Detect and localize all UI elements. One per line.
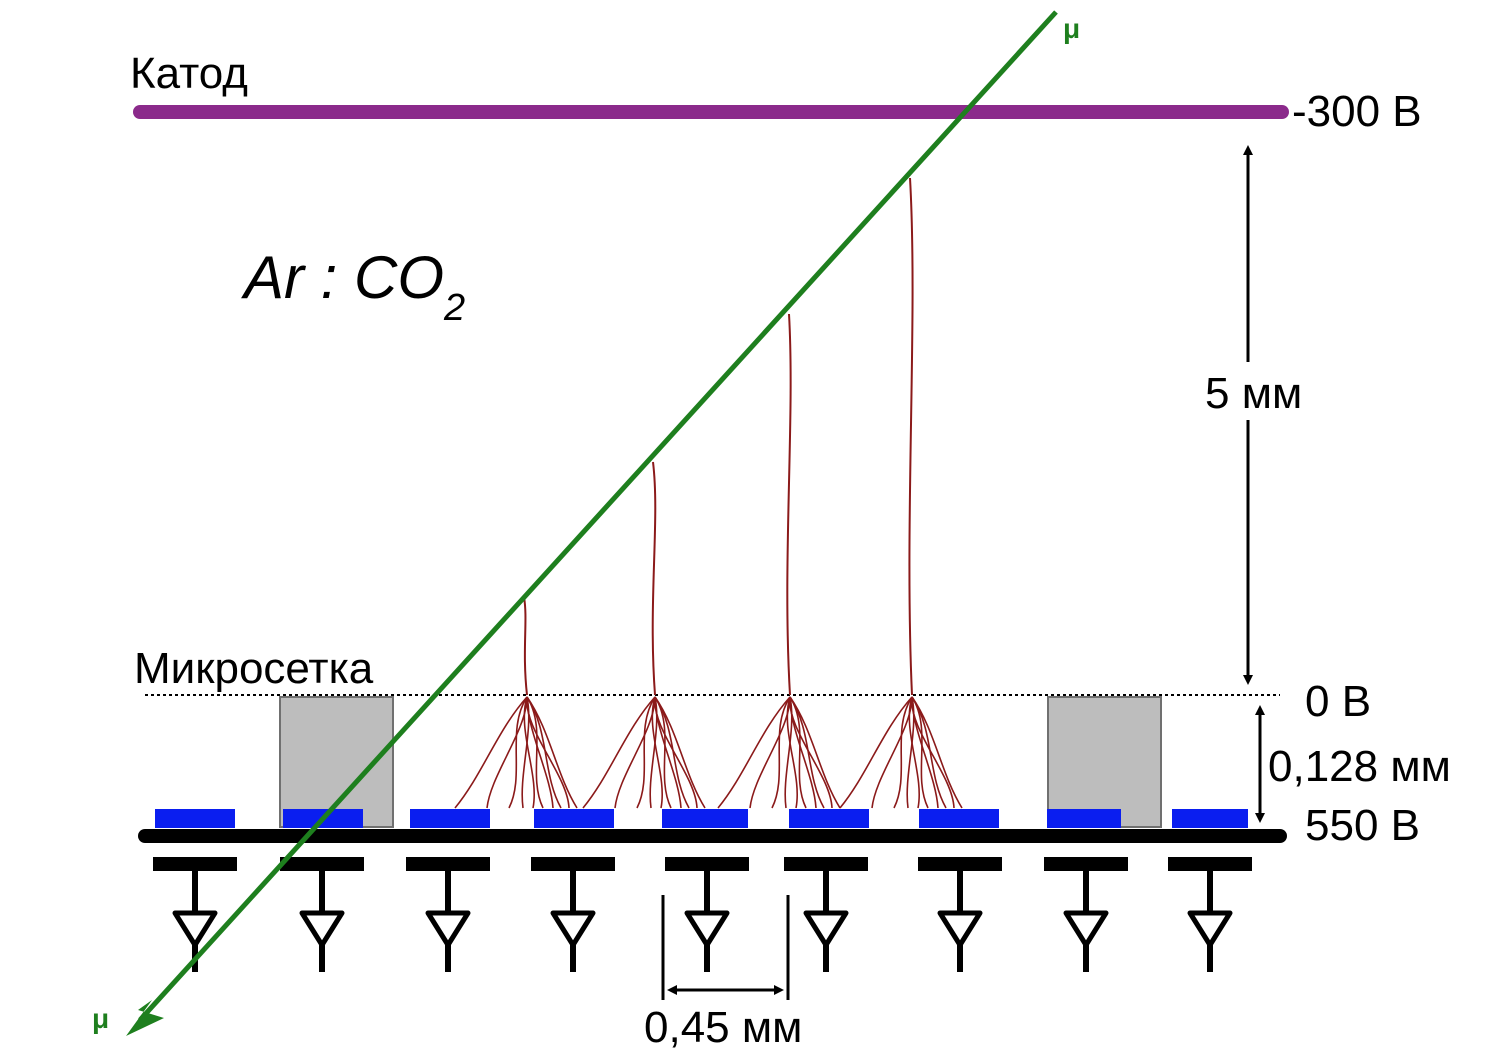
mesh-label: Микросетка [134, 644, 374, 693]
amplifier-symbol [153, 857, 237, 972]
avalanches [454, 696, 963, 809]
avalanche-line [789, 696, 841, 809]
avalanche-line [486, 696, 528, 809]
readout-strip [534, 809, 614, 828]
amplifier-pad [665, 857, 749, 871]
avalanche-line [526, 696, 578, 809]
amplifier-triangle [803, 910, 849, 948]
avalanche-line [911, 696, 955, 809]
amplifier-symbol [918, 857, 1002, 972]
readout-strip [662, 809, 748, 828]
amplifier-symbol [665, 857, 749, 972]
avalanche-line [526, 696, 554, 809]
avalanche-line [654, 696, 690, 809]
avalanche-line [911, 696, 929, 809]
amplifier-pad [280, 857, 364, 871]
avalanche-line [654, 696, 672, 809]
amplifier-triangle [1187, 910, 1233, 948]
amplifier-pad [1044, 857, 1128, 871]
drift-line [786, 313, 792, 696]
readout-strips [155, 809, 1248, 828]
avalanche-line [523, 696, 535, 809]
amplifier-triangle [1063, 910, 1109, 948]
readout-strip [155, 809, 235, 828]
avalanche-line [654, 696, 682, 809]
amplifier-pad [1168, 857, 1252, 871]
amplifier-triangle [684, 910, 730, 948]
amplifier-pad [153, 857, 237, 871]
muon-label-bottom: μ [92, 1003, 109, 1034]
cathode-voltage-label: -300 В [1292, 87, 1422, 136]
avalanche-line [526, 696, 562, 809]
cathode-label: Катод [130, 49, 248, 98]
avalanche-line [911, 696, 939, 809]
amplifier-triangle [550, 910, 596, 948]
readout-strip [919, 809, 999, 828]
amplifier-symbol [1044, 857, 1128, 972]
avalanche-line [508, 696, 528, 809]
amplifier-symbol [784, 857, 868, 972]
drift-line [523, 596, 528, 696]
avalanche-line [871, 696, 913, 809]
drift-line [651, 461, 657, 696]
amplifier-triangle [299, 910, 345, 948]
drift-paths [523, 177, 914, 696]
amplifier-triangle [937, 910, 983, 948]
readout-strip [1047, 809, 1121, 828]
avalanche-line [614, 696, 656, 809]
drift-line [908, 177, 914, 696]
amplifier-triangle [425, 910, 471, 948]
avalanche-line [654, 696, 698, 809]
readout-strip [789, 809, 869, 828]
mesh-voltage-label: 0 В [1305, 677, 1371, 726]
readout-strip [1172, 809, 1248, 828]
readout-strip [410, 809, 490, 828]
pillar [1047, 696, 1162, 828]
gas-label: Ar : CO2 [241, 244, 465, 329]
anode-voltage-label: 550 В [1305, 801, 1420, 850]
avalanche-line [654, 696, 706, 809]
amplifier-symbol [531, 857, 615, 972]
amplifiers [153, 857, 1252, 972]
avalanche-line [454, 696, 528, 809]
avalanche-line [908, 696, 920, 809]
muon-arrowhead [126, 1000, 164, 1036]
avalanche-line [526, 696, 570, 809]
avalanche-line [893, 696, 913, 809]
amplifier-symbol [406, 857, 490, 972]
amplifier-symbol [1168, 857, 1252, 972]
avalanche-line [636, 696, 656, 809]
avalanche-line [789, 696, 807, 809]
avalanche-line [771, 696, 791, 809]
avalanche-line [582, 696, 656, 809]
amplifier-pad [918, 857, 1002, 871]
amplifier-pad [784, 857, 868, 871]
amplifier-pad [406, 857, 490, 871]
muon-label-top: μ [1063, 13, 1080, 44]
avalanche-line [789, 696, 833, 809]
avalanche-line [717, 696, 791, 809]
avalanche-line [651, 696, 663, 809]
avalanche-line [749, 696, 791, 809]
avalanche-line [839, 696, 913, 809]
avalanche-line [789, 696, 817, 809]
pitch-label: 0,45 мм [644, 1003, 802, 1051]
avalanche-line [911, 696, 947, 809]
drift-gap-label: 5 мм [1205, 369, 1302, 418]
amplifier-symbol [280, 857, 364, 972]
avalanche-line [789, 696, 825, 809]
avalanche-line [786, 696, 798, 809]
amp-gap-label: 0,128 мм [1268, 742, 1451, 791]
muon-track [138, 10, 1058, 1022]
amplifier-triangle [172, 910, 218, 948]
avalanche-line [526, 696, 544, 809]
avalanche-line [911, 696, 963, 809]
amplifier-pad [531, 857, 615, 871]
